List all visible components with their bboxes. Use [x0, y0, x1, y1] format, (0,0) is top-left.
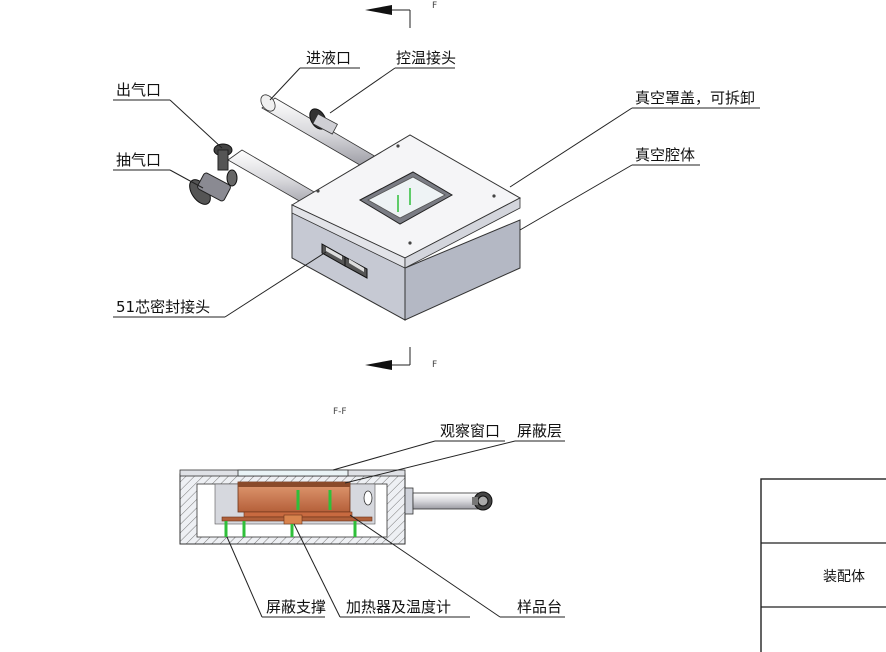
label-heater-thermometer: 加热器及温度计 — [346, 598, 451, 616]
isometric-view — [189, 94, 522, 321]
seal-connector — [321, 243, 368, 279]
label-observation-window: 观察窗口 — [440, 422, 500, 440]
iso-annotations: 进液口 控温接头 出气口 抽气口 真空罩盖，可拆卸 真空腔体 51芯密封接头 — [113, 49, 760, 318]
section-arrow-top: F — [365, 1, 437, 28]
pump-valve — [189, 143, 238, 205]
label-seal-connector: 51芯密封接头 — [116, 298, 210, 316]
label-temp-connector: 控温接头 — [396, 49, 456, 67]
section-arrow-bottom: F — [365, 347, 437, 370]
section-mark-bottom: F — [432, 360, 437, 370]
label-liquid-inlet: 进液口 — [306, 49, 351, 67]
top-window-glass — [367, 176, 446, 219]
vacuum-chamber-right-face — [404, 219, 521, 321]
title-block: 装配体 — [760, 478, 886, 652]
temp-connector-fitting — [309, 108, 338, 135]
label-pump-port: 抽气口 — [116, 151, 161, 169]
label-vacuum-cover: 真空罩盖，可拆卸 — [635, 89, 755, 107]
section-view-title: F-F — [333, 407, 347, 417]
section-view — [179, 469, 493, 545]
label-vacuum-chamber: 真空腔体 — [635, 146, 695, 164]
label-gas-outlet: 出气口 — [116, 81, 161, 99]
heater-block — [283, 514, 303, 525]
label-shield-layer: 屏蔽层 — [517, 422, 562, 440]
label-shield-support: 屏蔽支撑 — [266, 598, 326, 616]
section-annotations: 观察窗口 屏蔽层 屏蔽支撑 加热器及温度计 样品台 — [226, 422, 565, 618]
label-sample-stage: 样品台 — [517, 598, 562, 616]
liquid-inlet-pipe — [261, 97, 379, 169]
title-block-name: 装配体 — [823, 569, 865, 585]
section-mark-top: F — [432, 1, 437, 11]
